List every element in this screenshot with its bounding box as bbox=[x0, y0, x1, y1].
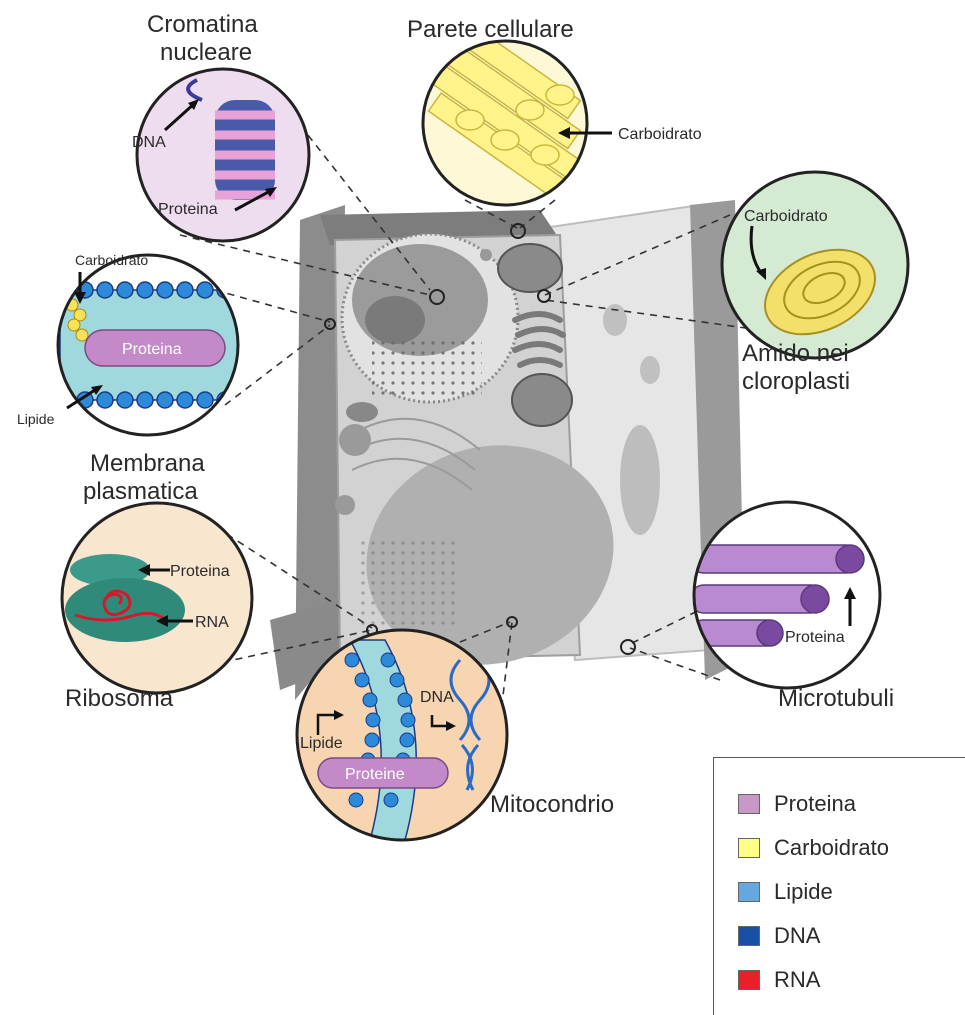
legend-label-carbohydrate: Carboidrato bbox=[774, 835, 889, 861]
chromatin-title-line2: nucleare bbox=[160, 39, 252, 66]
chromatin-dna-label: DNA bbox=[132, 134, 166, 151]
membrane-protein-label: Proteina bbox=[122, 341, 182, 358]
callout-microtubules: Proteina Microtubuli bbox=[690, 502, 894, 712]
callout-mitochondrion: DNA Lipide Proteine Mitocondrio bbox=[297, 630, 614, 840]
legend-label-lipid: Lipide bbox=[774, 879, 833, 905]
cell-wall-title: Parete cellulare bbox=[407, 16, 574, 43]
legend-item-lipid: Lipide bbox=[738, 874, 833, 910]
legend-item-dna: DNA bbox=[738, 918, 820, 954]
mitochondrion-dna-label: DNA bbox=[420, 689, 454, 706]
legend-swatch-carbohydrate bbox=[738, 838, 760, 858]
callout-ribosome: Proteina RNA Ribosoma bbox=[62, 503, 252, 712]
legend-item-carbohydrate: Carboidrato bbox=[738, 830, 889, 866]
legend-label-protein: Proteina bbox=[774, 791, 856, 817]
ribosome-protein-label: Proteina bbox=[170, 563, 230, 580]
ribosome-rna-label: RNA bbox=[195, 614, 229, 631]
legend-swatch-rna bbox=[738, 970, 760, 990]
mitochondrion-protein-label: Proteine bbox=[345, 766, 405, 783]
legend-swatch-protein bbox=[738, 794, 760, 814]
chromatin-title-line1: Cromatina bbox=[147, 11, 258, 38]
callout-cell-wall: Carboidrato Parete cellulare bbox=[407, 3, 702, 209]
callout-chromatin: DNA Proteina Cromatina nucleare bbox=[132, 11, 309, 241]
membrane-lipid-label: Lipide bbox=[17, 411, 55, 427]
cell-wall-carb-label: Carboidrato bbox=[618, 126, 702, 143]
microtubules-title: Microtubuli bbox=[778, 685, 894, 712]
microtubules-protein-label: Proteina bbox=[785, 629, 845, 646]
legend-swatch-dna bbox=[738, 926, 760, 946]
legend-label-rna: RNA bbox=[774, 967, 820, 993]
ribosome-title: Ribosoma bbox=[65, 685, 174, 712]
membrane-carb-label: Carboidrato bbox=[75, 252, 148, 268]
starch-title-line1: Amido nei bbox=[742, 340, 849, 367]
legend-label-dna: DNA bbox=[774, 923, 820, 949]
legend-item-rna: RNA bbox=[738, 962, 820, 998]
mitochondrion-lipid-label: Lipide bbox=[300, 735, 343, 752]
starch-carb-label: Carboidrato bbox=[744, 208, 828, 225]
membrane-title-line2: plasmatica bbox=[83, 478, 198, 505]
callout-membrane: Carboidrato Proteina Lipide Membrana pla… bbox=[17, 252, 240, 505]
legend-swatch-lipid bbox=[738, 882, 760, 902]
starch-title-line2: cloroplasti bbox=[742, 368, 850, 395]
legend: Proteina Carboidrato Lipide DNA RNA bbox=[713, 757, 965, 1015]
legend-item-protein: Proteina bbox=[738, 786, 856, 822]
callout-starch: Carboidrato Amido nei cloroplasti bbox=[722, 172, 908, 395]
chromatin-protein-label: Proteina bbox=[158, 201, 218, 218]
membrane-title-line1: Membrana bbox=[90, 450, 205, 477]
mitochondrion-title: Mitocondrio bbox=[490, 791, 614, 818]
